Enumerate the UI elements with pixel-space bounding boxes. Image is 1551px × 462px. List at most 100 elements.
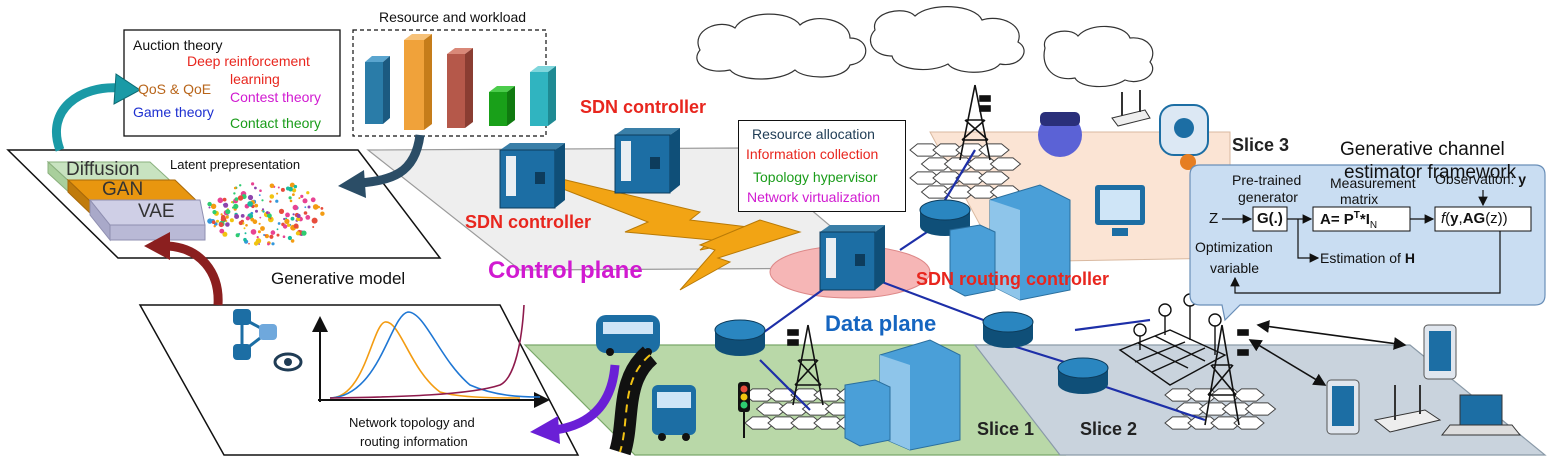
router-icon — [714, 319, 766, 356]
latent-dot — [256, 236, 259, 239]
latent-dot — [289, 182, 295, 188]
latent-dot — [303, 211, 308, 215]
latent-dot — [282, 235, 286, 238]
hex-cell — [989, 157, 1022, 171]
cloud-icon — [696, 13, 867, 80]
latent-dot — [301, 230, 307, 236]
latent-dot — [230, 201, 233, 204]
latent-dot — [277, 222, 281, 225]
hex-cell — [1244, 402, 1277, 416]
a-block-mid: *I — [1359, 211, 1370, 228]
latent-dot — [222, 231, 228, 237]
measurement-2: matrix — [1340, 191, 1379, 207]
hex-cell — [755, 402, 788, 416]
latent-dot — [320, 211, 325, 216]
latent-dot — [295, 231, 300, 236]
latent-dot — [218, 222, 224, 228]
gan-slab — [66, 178, 202, 218]
server-icon — [819, 225, 885, 291]
latent-dot — [276, 228, 279, 231]
lightning-bolt-lower — [679, 219, 802, 291]
hex-cell — [1221, 402, 1254, 416]
latent-dot — [252, 219, 258, 224]
latent-dot — [243, 237, 247, 242]
latent-dot — [233, 203, 239, 209]
observation: Observation: y — [1435, 171, 1526, 187]
hex-cell — [920, 185, 953, 199]
f-block-label: f(y,AG(z)) — [1441, 210, 1508, 228]
channel-panel — [1189, 164, 1546, 322]
latent-dot — [211, 220, 216, 224]
building-icon — [949, 184, 1071, 301]
hex-cell — [978, 171, 1010, 185]
latent-dot — [292, 193, 295, 197]
latent-dot — [283, 217, 286, 221]
latent-dot — [259, 189, 262, 192]
information-collection: Information collection — [746, 146, 879, 162]
router-icon — [1057, 357, 1109, 394]
latent-dot — [223, 220, 226, 223]
hex-cell — [909, 171, 941, 185]
slice3-label: Slice 3 — [1232, 135, 1290, 155]
vr-headset-icon — [1038, 112, 1082, 157]
hex-cell — [955, 143, 987, 157]
latent-dot — [216, 219, 219, 223]
latent-dot — [261, 208, 265, 211]
distribution-curves — [312, 304, 550, 408]
latent-dot — [293, 184, 298, 189]
tower-icon — [787, 324, 824, 406]
latent-dot — [305, 215, 311, 220]
a-block-prefix: A= P — [1320, 211, 1354, 228]
gan-label: GAN — [102, 179, 144, 200]
opt-2: variable — [1210, 260, 1260, 276]
latent-dot — [290, 216, 295, 221]
latent-dot — [250, 229, 257, 235]
latent-dot — [310, 197, 316, 203]
latent-dot — [233, 192, 236, 195]
sdn-controller-top: SDN controller — [580, 97, 707, 117]
z-label: Z — [1209, 210, 1219, 227]
router-icon — [919, 199, 971, 236]
latent-dot — [258, 243, 260, 245]
hex-cell — [920, 157, 953, 171]
resource-title: Resource and workload — [379, 9, 527, 25]
hex-cell — [955, 171, 987, 185]
antenna-grid — [1118, 293, 1227, 386]
latent-dot — [282, 224, 288, 229]
latent-dot — [293, 223, 299, 229]
latent-dot — [270, 230, 276, 235]
latent-dot — [312, 226, 315, 228]
g-block — [1252, 206, 1288, 232]
latent-dot — [300, 194, 304, 198]
device-links — [1248, 320, 1407, 386]
slice2-label: Slice 2 — [1080, 419, 1138, 439]
latent-dot — [245, 224, 248, 227]
purple-arrow-head — [530, 416, 560, 444]
latent-dot — [292, 188, 297, 193]
f-part-5: AG — [1462, 210, 1486, 227]
latent-dot — [254, 203, 259, 208]
latent-dot — [296, 217, 300, 221]
latent-dot — [296, 213, 301, 218]
wifi-router-icon — [1373, 385, 1442, 433]
latent-dot — [320, 207, 324, 210]
latent-dot — [275, 199, 279, 203]
estimation-label: Estimation of — [1320, 250, 1405, 266]
latent-dot — [265, 211, 269, 215]
latent-dot — [304, 206, 307, 209]
red-arrow-head — [144, 232, 170, 260]
tower-icon — [1204, 324, 1249, 426]
latent-dot — [212, 210, 217, 215]
network-info-line1: Network topology and — [349, 415, 475, 430]
hex-cell — [1187, 416, 1219, 430]
latent-dot — [253, 241, 259, 246]
latent-dot — [207, 201, 212, 207]
functions-box — [738, 120, 906, 212]
f-block — [1434, 206, 1532, 232]
latent-dot — [317, 205, 321, 209]
hex-cell — [932, 143, 964, 157]
latent-dot — [290, 239, 295, 243]
slice1-label: Slice 1 — [977, 419, 1035, 439]
cloud-icon — [870, 6, 1025, 73]
